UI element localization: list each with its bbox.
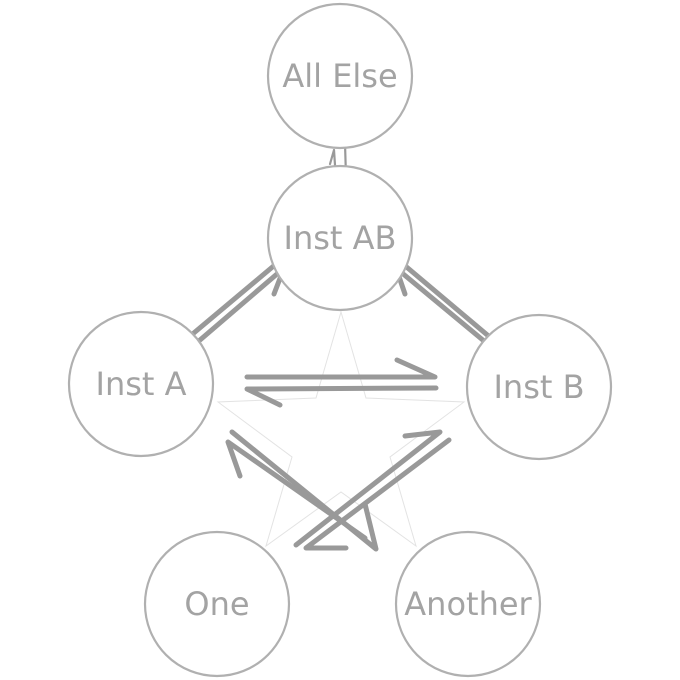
arrow-inst-b-to-inst-ab [393, 265, 493, 349]
node-all-else: All Else [266, 2, 414, 150]
arrow-inst-a-to-inst-b [244, 357, 438, 380]
node-one: One [143, 530, 291, 678]
arrow-one-to-inst-b [293, 429, 443, 548]
arrow-another-to-inst-a [225, 439, 368, 541]
node-inst-a: Inst A [67, 310, 215, 458]
node-inst-ab: Inst AB [266, 164, 414, 312]
edge-inst-a-another [225, 429, 379, 552]
node-inst-b-label: Inst B [493, 368, 584, 406]
node-inst-ab-label: Inst AB [284, 219, 397, 257]
node-inst-b: Inst B [465, 313, 613, 461]
edge-inst-b-one [293, 429, 452, 551]
node-another: Another [394, 530, 542, 678]
arrow-inst-a-to-inst-ab [190, 265, 287, 349]
edge-inst-a-inst-b [244, 357, 439, 408]
node-one-label: One [184, 585, 249, 623]
node-all-else-label: All Else [282, 57, 397, 95]
arrow-inst-a-to-another [229, 429, 379, 552]
arrow-inst-b-to-inst-a [244, 385, 439, 408]
node-inst-a-label: Inst A [96, 365, 187, 403]
background-star-outline [216, 310, 466, 548]
arrow-inst-b-to-one [303, 437, 452, 551]
node-another-label: Another [404, 585, 532, 623]
